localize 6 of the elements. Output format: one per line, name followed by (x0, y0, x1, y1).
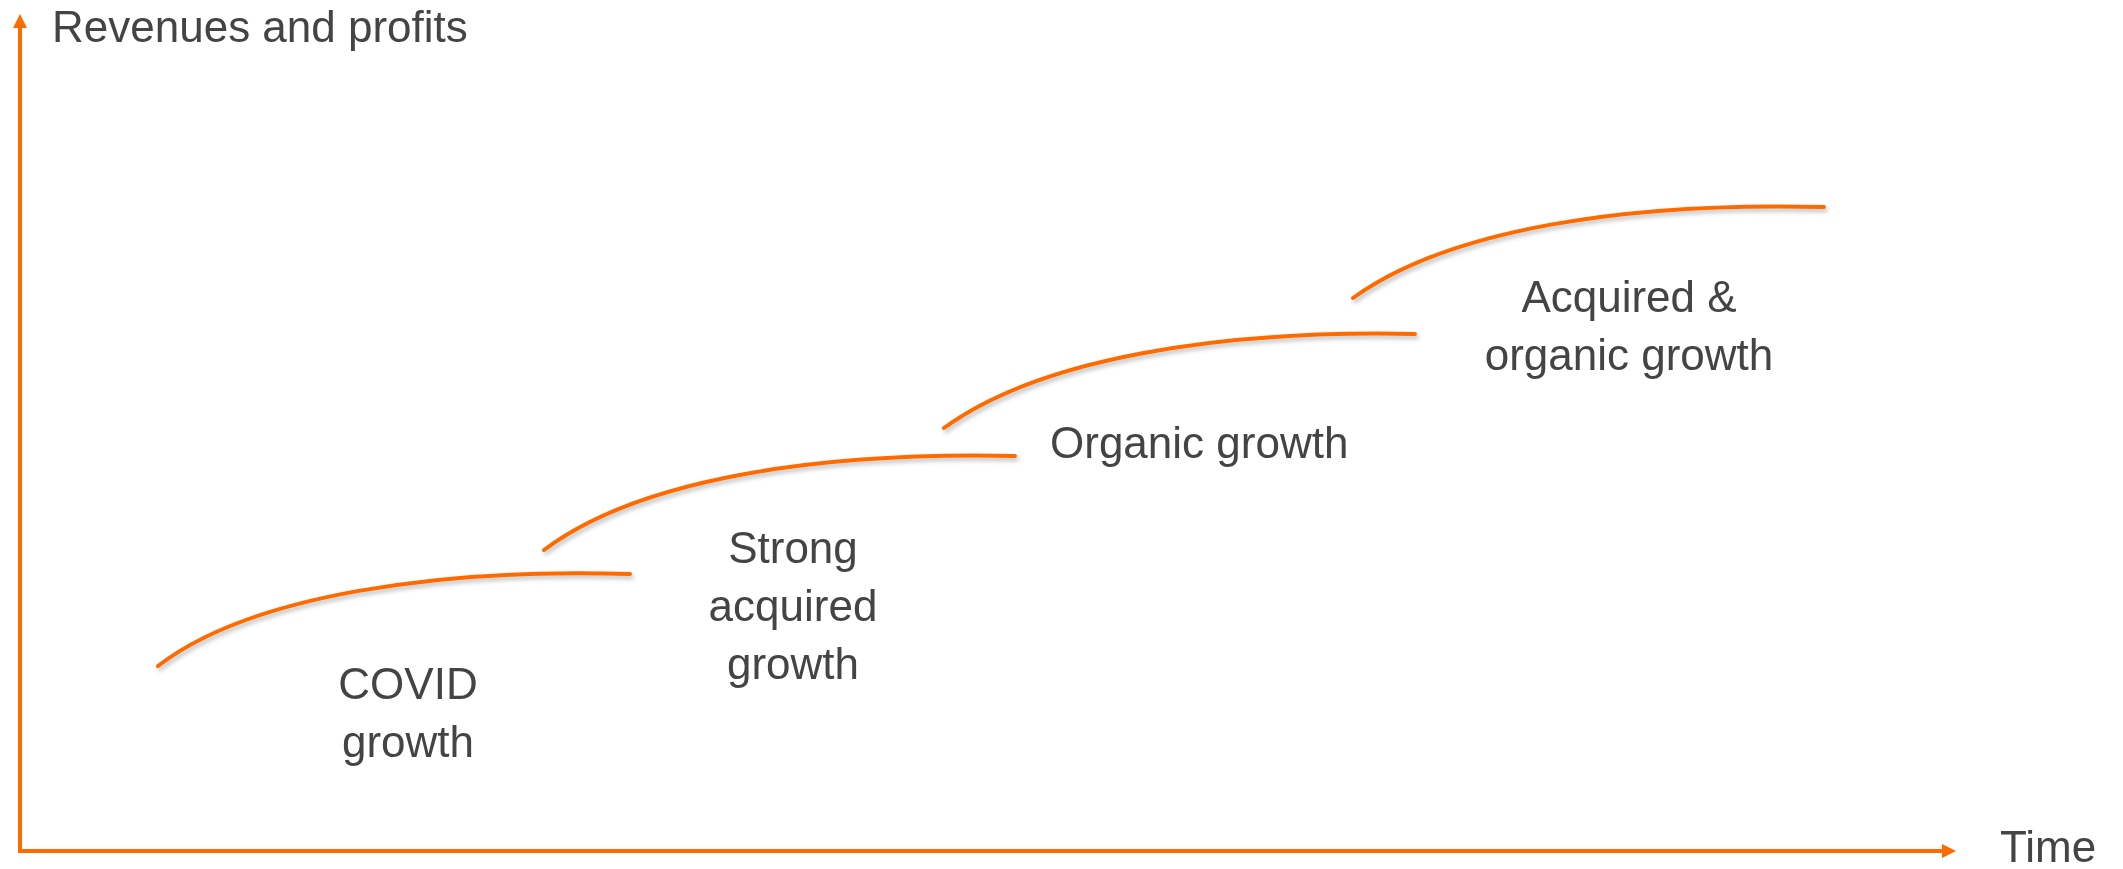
phase-label: Acquired & organic growth (1483, 271, 1775, 381)
axis-label: Revenues and profits (52, 1, 469, 53)
phase-label: Strong acquired growth (707, 522, 879, 690)
axis-label: Time (2000, 825, 2098, 869)
phase-label: Organic growth (1050, 417, 1350, 469)
phase-label: COVID growth (337, 658, 479, 768)
